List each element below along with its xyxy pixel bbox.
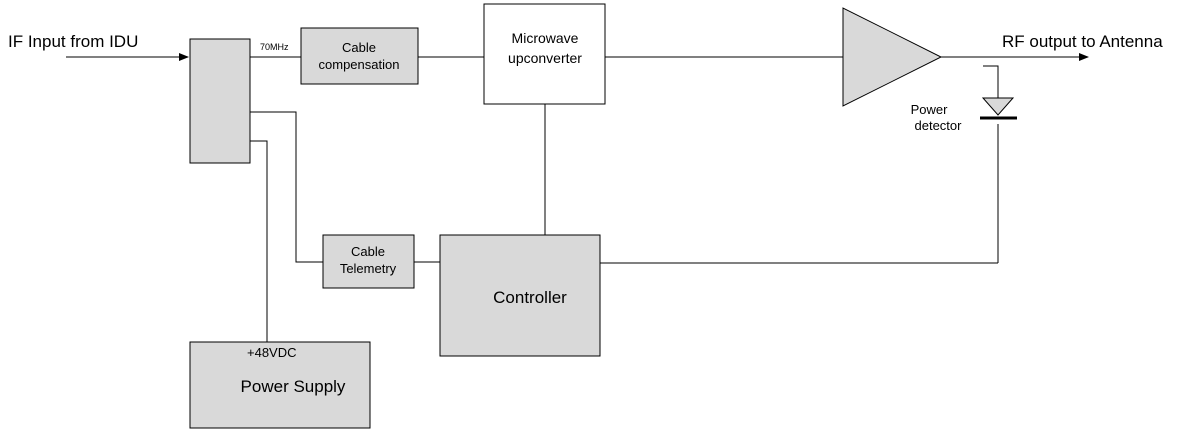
controller-block: Controller [439, 234, 601, 357]
power-detector-label-2: detector [915, 118, 963, 133]
cable-telemetry-block: Cable Telemetry [322, 234, 415, 289]
power-supply-label: Power Supply [241, 377, 346, 396]
wire-splitter-to-power-supply [250, 140, 268, 342]
microwave-upconverter-block: Microwave upconverter [483, 3, 606, 105]
upconverter-label-1: Microwave [512, 30, 579, 46]
upconverter-label-2: upconverter [508, 50, 582, 66]
controller-label: Controller [493, 288, 567, 307]
cable-compensation-label-2: compensation [319, 57, 400, 72]
freq-70mhz-label: 70MHz [260, 42, 289, 52]
power-detector-diode [980, 97, 1017, 120]
rf-output-label: RF output to Antenna [1002, 32, 1163, 51]
amplifier-triangle [842, 7, 943, 107]
wire-splitter-to-telemetry [250, 111, 323, 263]
cable-telemetry-label-1: Cable [351, 244, 385, 259]
if-input-label: IF Input from IDU [8, 32, 138, 51]
splitter-block [189, 38, 251, 164]
power-supply-block: +48VDC Power Supply [189, 341, 371, 429]
cable-telemetry-label-2: Telemetry [340, 261, 397, 276]
plus48vdc-label: +48VDC [247, 345, 297, 360]
wire-amp-to-detector [983, 65, 999, 98]
cable-compensation-label-1: Cable [342, 40, 376, 55]
connections [66, 53, 1089, 342]
power-detector-label-1: Power [911, 102, 949, 117]
cable-compensation-block: Cable compensation [300, 27, 419, 85]
